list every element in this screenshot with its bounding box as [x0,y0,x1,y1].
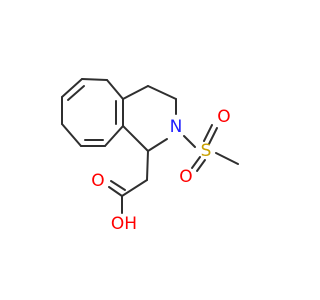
bond [208,127,218,145]
bond [203,124,213,142]
bond [146,150,149,181]
nitrogen-atom-label: N [170,117,183,137]
bond [106,79,124,100]
hydroxyl-label: OH [111,214,137,234]
bond [122,125,149,152]
structure-diagram: N S O O O OH [61,78,239,234]
acetic-acid-group [108,150,149,214]
bond [61,123,82,147]
aromatic-bond-inner [67,85,85,101]
sulfonyl-oxygen-top-label: O [217,107,230,127]
bond [104,125,124,147]
bond [215,152,239,165]
benzene-ring [61,78,124,147]
bond [61,78,83,98]
sulfur-atom-label: S [201,141,212,161]
carbonyl-oxygen-label: O [91,171,104,191]
bond [110,180,126,191]
methylsulfonyl-group [183,124,239,172]
bond [183,135,196,148]
bond [121,179,148,197]
bond [81,78,108,81]
saturated-ring [122,85,177,152]
bond [122,85,149,100]
bond [108,186,123,197]
bond [191,156,201,169]
bond [147,138,168,152]
molecule-drawing: N S O O O OH [61,78,239,234]
bond [196,159,206,172]
sulfonyl-oxygen-bottom-label: O [179,167,192,187]
bond [147,85,177,100]
